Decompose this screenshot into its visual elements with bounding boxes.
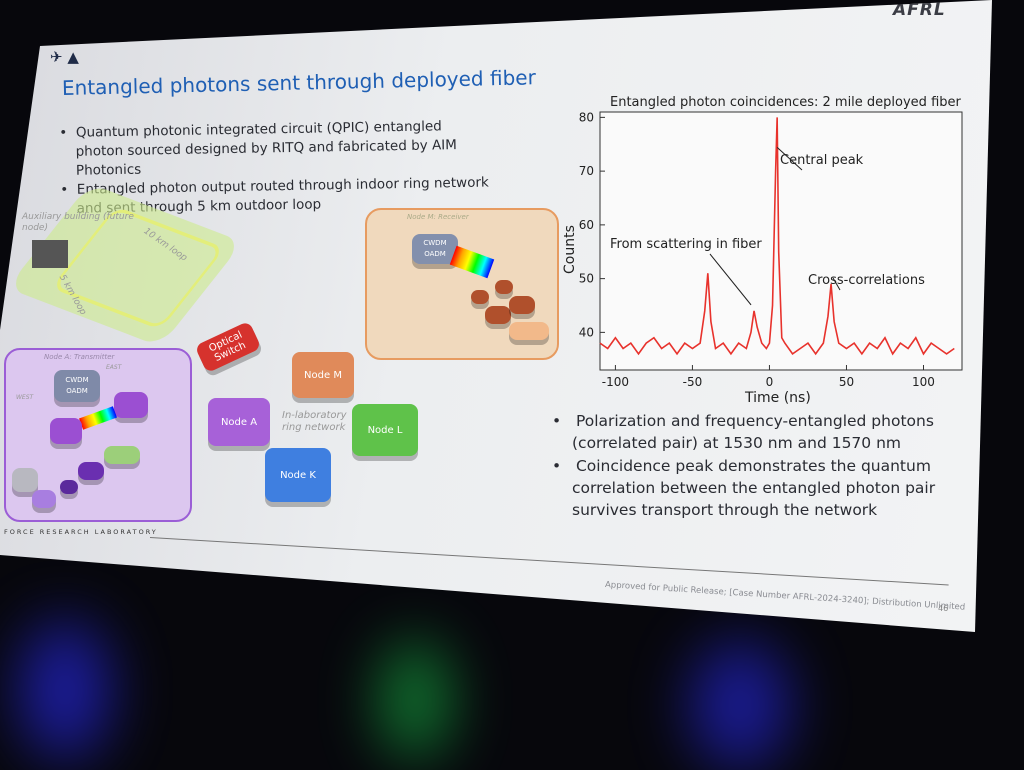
page-number: 46 xyxy=(938,604,949,613)
annotation-label: From scattering in fiber xyxy=(610,237,762,252)
y-tick-label: 80 xyxy=(579,110,594,124)
bottom-bullets: • Polarization and frequency-entangled p… xyxy=(552,410,952,522)
annotation-arrow xyxy=(832,277,841,291)
spectrum xyxy=(449,245,495,279)
x-tick-label: -100 xyxy=(602,375,629,389)
time-tagger xyxy=(509,322,549,340)
bullet: • Quantum photonic integrated circuit (Q… xyxy=(59,118,458,179)
brand-logo: AFRL xyxy=(893,0,946,20)
optical-switch: Optical Switch xyxy=(194,320,262,374)
building-icon xyxy=(32,240,68,268)
footer-divider xyxy=(149,537,949,586)
node-l: Node L xyxy=(352,404,418,456)
node-m: Node M xyxy=(292,352,354,398)
coincidence-series xyxy=(599,117,955,356)
cwdm-receiver: CWDM OADM xyxy=(412,234,458,264)
bullet: • Coincidence peak demonstrates the quan… xyxy=(552,457,936,519)
west-label: WEST xyxy=(16,394,34,401)
annotation-label: Cross-correlations xyxy=(808,273,925,288)
x-axis-label: Time (ns) xyxy=(744,390,811,406)
stage-light-green xyxy=(380,640,450,760)
y-tick-label: 40 xyxy=(579,325,594,339)
y-axis-label: Counts xyxy=(562,225,578,274)
y-tick-label: 50 xyxy=(579,272,594,286)
pc xyxy=(60,480,78,494)
y-tick-label: 60 xyxy=(579,218,594,232)
annotation-arrow xyxy=(776,147,803,171)
detector xyxy=(495,280,513,294)
slide-title: Entangled photons sent through deployed … xyxy=(61,65,537,100)
laser xyxy=(12,468,38,492)
spectrum xyxy=(79,406,117,430)
node-a: Node A xyxy=(208,398,270,446)
east-label: EAST xyxy=(106,364,122,371)
detector xyxy=(509,296,535,314)
stage-light-blue xyxy=(20,620,110,760)
ring-network-label: In-laboratory ring network xyxy=(282,410,347,433)
annotation-label: Central peak xyxy=(780,153,864,168)
x-tick-label: 100 xyxy=(912,375,935,389)
detector xyxy=(471,290,489,304)
cwdm-transmitter: CWDM OADM xyxy=(54,370,100,402)
air-force-logo: ✈ ▲ xyxy=(50,48,79,66)
footer-release: Approved for Public Release; [Case Numbe… xyxy=(604,580,966,613)
node-k: Node K xyxy=(265,448,331,502)
annotation-arrow xyxy=(709,253,752,306)
epc xyxy=(78,462,104,480)
qpic xyxy=(32,490,56,508)
aux-building-label: Auxiliary building (future node) xyxy=(22,212,134,233)
footer-lab: FORCE RESEARCH LABORATORY xyxy=(4,528,158,536)
splitter xyxy=(50,418,82,444)
coincidence-chart: Entangled photon coincidences: 2 mile de… xyxy=(562,95,963,406)
demux xyxy=(114,392,148,418)
receiver-callout: Node M: Receiver CWDM OADM xyxy=(365,208,559,360)
stage-light-blue-2 xyxy=(690,640,790,770)
module xyxy=(104,446,140,464)
chart-title: Entangled photon coincidences: 2 mile de… xyxy=(610,95,962,110)
receiver-label: Node M: Receiver xyxy=(407,213,469,221)
y-tick-label: 70 xyxy=(579,164,594,178)
x-tick-label: 50 xyxy=(839,375,854,389)
bullet: • Polarization and frequency-entangled p… xyxy=(552,412,934,452)
detector xyxy=(485,306,511,324)
transmitter-callout: Node A: Transmitter CWDM OADM WEST EAST xyxy=(4,348,192,522)
x-tick-label: 0 xyxy=(766,375,774,389)
x-tick-label: -50 xyxy=(683,375,703,389)
transmitter-label: Node A: Transmitter xyxy=(44,353,115,361)
